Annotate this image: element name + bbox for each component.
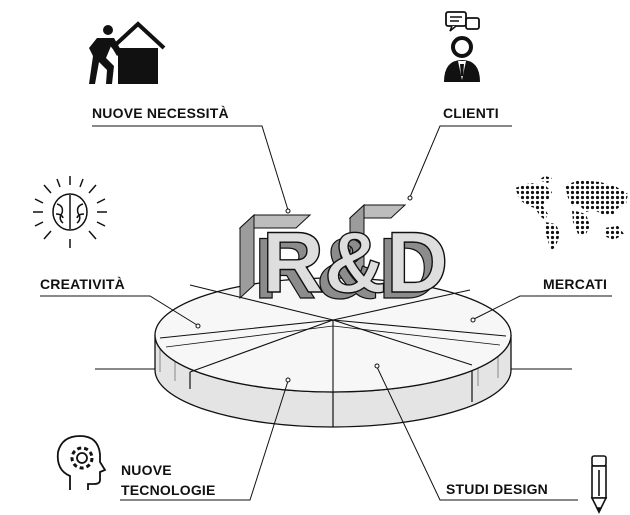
label-studi-design: STUDI DESIGN bbox=[446, 481, 548, 497]
label-clienti: CLIENTI bbox=[443, 105, 499, 121]
dotted-world-map-icon bbox=[515, 176, 628, 252]
label-mercati: MERCATI bbox=[543, 276, 608, 292]
head-gear-icon bbox=[56, 435, 107, 490]
rd-letters-3d: R&D R&D bbox=[238, 203, 449, 318]
connector-lines bbox=[40, 125, 612, 501]
pencil-icon bbox=[590, 455, 608, 514]
label-nuove-necessita: NUOVE NECESSITÀ bbox=[92, 105, 229, 121]
label-nuove-tecnologie-line1: NUOVE bbox=[121, 462, 172, 478]
pie-chart-3d bbox=[154, 277, 512, 428]
rd-title-text: R&D bbox=[262, 215, 448, 311]
businessman-speech-bubble-icon bbox=[444, 11, 480, 82]
rd-shadow-text: R&D bbox=[254, 221, 440, 317]
person-climbing-box-icon bbox=[89, 21, 166, 84]
label-creativita: CREATIVITÀ bbox=[40, 276, 125, 292]
glowing-brain-icon bbox=[33, 176, 107, 248]
label-nuove-tecnologie-line2: TECNOLOGIE bbox=[121, 482, 216, 498]
